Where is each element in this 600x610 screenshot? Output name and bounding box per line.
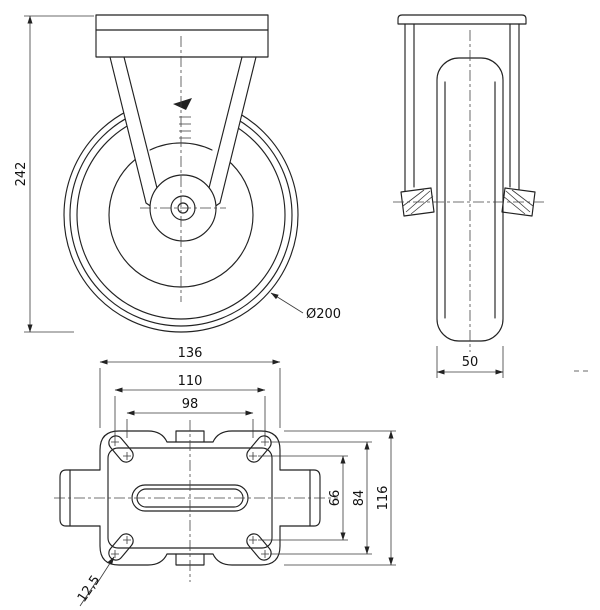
fork-bracket-front xyxy=(95,14,269,242)
dim-bolt-spacing-inner-label: 98 xyxy=(182,397,199,412)
dimension-wheel-width: 50 xyxy=(436,346,504,378)
side-view: 50 xyxy=(393,14,588,378)
dimension-bolt-spacing-inner-vertical: 66 xyxy=(258,455,348,541)
bracket-side xyxy=(397,14,536,217)
top-view: 136 110 98 66 84 116 xyxy=(54,346,396,607)
dimension-bolt-hole-diameter: 12,5 xyxy=(75,556,115,607)
dimension-bolt-spacing-outer-vertical: 84 xyxy=(270,441,372,555)
front-view: 242 Ø200 xyxy=(14,14,341,333)
dim-wheel-diameter-label: Ø200 xyxy=(306,307,341,322)
dim-plate-width-label: 116 xyxy=(376,486,391,511)
dim-bolt-hole-label: 12,5 xyxy=(75,573,104,605)
dim-bolt-spacing-outer-label: 110 xyxy=(178,374,203,389)
dim-wheel-width-label: 50 xyxy=(462,355,479,370)
dim-overall-height-label: 242 xyxy=(14,162,29,187)
dimension-bolt-spacing-inner: 98 xyxy=(126,397,254,438)
bolt-position-cross-marks xyxy=(111,438,269,558)
dimension-plate-length: 136 xyxy=(99,346,281,428)
dim-84-label: 84 xyxy=(352,490,367,507)
dimension-wheel-diameter: Ø200 xyxy=(270,292,341,322)
dimension-plate-width: 116 xyxy=(284,430,396,566)
brand-logo-icon xyxy=(173,98,192,139)
dimension-overall-height: 242 xyxy=(14,15,94,333)
dimension-bolt-spacing-outer: 110 xyxy=(114,374,266,438)
dim-66-label: 66 xyxy=(328,490,343,507)
bolt-slots xyxy=(108,435,272,561)
dim-plate-length-label: 136 xyxy=(178,346,203,361)
